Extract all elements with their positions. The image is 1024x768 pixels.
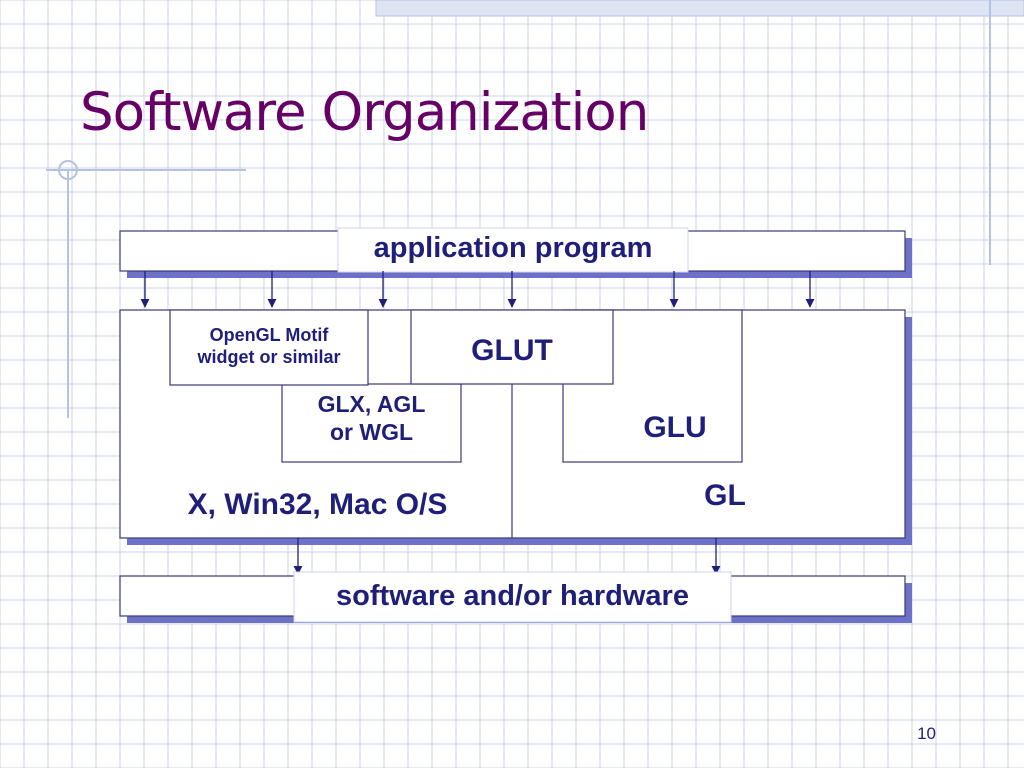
motif-label: OpenGL Motif widget or similar bbox=[170, 325, 368, 368]
gl-label: GL bbox=[704, 479, 746, 512]
motif-label-line1: OpenGL Motif bbox=[209, 325, 329, 345]
os-label: X, Win32, Mac O/S bbox=[187, 488, 448, 521]
glx-label-line1: GLX, AGL bbox=[317, 391, 426, 417]
glut-label: GLUT bbox=[471, 334, 553, 367]
application-label-bg bbox=[337, 227, 689, 273]
glut-box bbox=[410, 309, 614, 385]
application-label: application program bbox=[373, 232, 653, 264]
glx-label: GLX, AGL or WGL bbox=[282, 391, 461, 446]
glu-label: GLU bbox=[643, 411, 707, 444]
motif-label-line2: widget or similar bbox=[197, 346, 341, 367]
hardware-label: software and/or hardware bbox=[336, 580, 689, 612]
hardware-label-bg bbox=[293, 571, 732, 623]
top-right-bar bbox=[375, 0, 1024, 17]
page-number: 10 bbox=[917, 724, 936, 743]
glx-box bbox=[281, 383, 462, 463]
motif-box bbox=[169, 309, 369, 386]
glx-label-line2: or WGL bbox=[329, 418, 414, 445]
title-ring bbox=[58, 160, 78, 180]
slide-title: Software Organization bbox=[80, 82, 649, 143]
